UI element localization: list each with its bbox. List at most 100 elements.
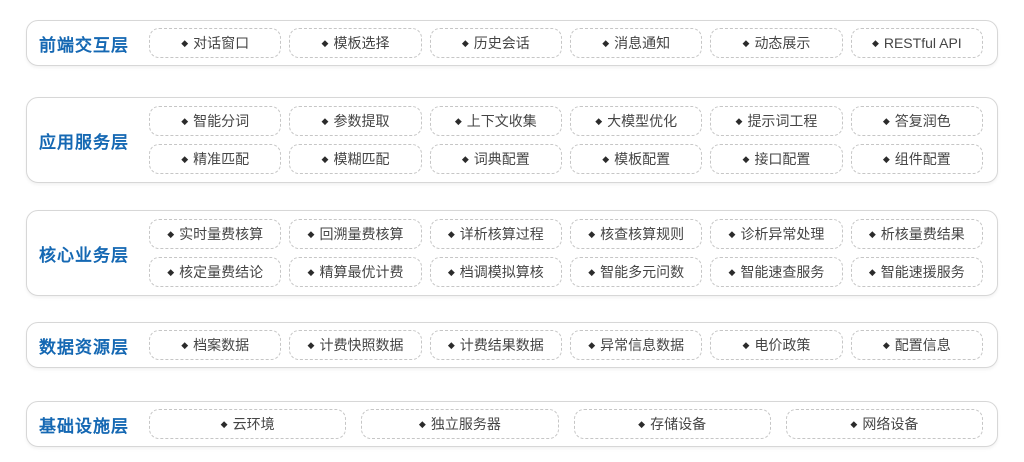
module-label: 详析核算过程 — [459, 226, 544, 242]
module-label: 智能多元问数 — [600, 264, 685, 280]
diamond-bullet-icon: ◆ — [181, 115, 189, 126]
diamond-bullet-icon: ◆ — [321, 153, 329, 164]
diamond-bullet-icon: ◆ — [588, 228, 596, 239]
diamond-bullet-icon: ◆ — [321, 37, 329, 48]
diamond-bullet-icon: ◆ — [602, 37, 610, 48]
layer-label: 前端交互层 — [39, 35, 129, 55]
diamond-bullet-icon: ◆ — [307, 339, 315, 350]
diamond-bullet-icon: ◆ — [454, 115, 462, 126]
module-label: 云环境 — [232, 416, 275, 432]
layer-box-4: 基础设施层◆云环境◆独立服务器◆存储设备◆网络设备 — [26, 401, 998, 447]
diamond-bullet-icon: ◆ — [882, 115, 890, 126]
diamond-bullet-icon: ◆ — [850, 418, 858, 429]
chip-row: ◆对话窗口◆模板选择◆历史会话◆消息通知◆动态展示◆RESTful API — [149, 28, 983, 58]
module-chip: ◆ 档调模拟算核 — [429, 257, 562, 287]
layer-label: 数据资源层 — [39, 337, 129, 357]
chip-row: ◆云环境◆独立服务器◆存储设备◆网络设备 — [149, 409, 983, 439]
diamond-bullet-icon: ◆ — [220, 418, 228, 429]
chip-row: ◆档案数据◆计费快照数据◆计费结果数据◆异常信息数据◆电价政策◆配置信息 — [149, 330, 983, 360]
diamond-bullet-icon: ◆ — [307, 228, 315, 239]
module-label: 计费快照数据 — [319, 337, 404, 353]
diamond-bullet-icon: ◆ — [638, 418, 646, 429]
module-label: 独立服务器 — [430, 416, 501, 432]
module-label: 档案数据 — [193, 337, 250, 353]
module-chip: ◆词典配置 — [429, 144, 562, 174]
module-label: 电价政策 — [754, 337, 811, 353]
module-chip: ◆ 云环境 — [149, 409, 347, 439]
module-label: 智能速援服务 — [880, 264, 965, 280]
chip-row: ◆智能分词◆参数提取◆上下文收集◆大模型优化◆提示词工程◆答复润色 — [149, 106, 983, 136]
diamond-bullet-icon: ◆ — [868, 266, 876, 277]
diamond-bullet-icon: ◆ — [728, 266, 736, 277]
diamond-bullet-icon: ◆ — [742, 339, 750, 350]
module-chip: ◆析核量费结果 — [850, 219, 983, 249]
module-chip: ◆ 计费快照数据 — [289, 330, 422, 360]
module-chip: ◆ 档案数据 — [149, 330, 282, 360]
diamond-bullet-icon: ◆ — [728, 228, 736, 239]
module-chip: ◆详析核算过程 — [429, 219, 562, 249]
module-chip: ◆智能分词 — [149, 106, 282, 136]
layer-label: 应用服务层 — [39, 132, 129, 152]
module-label: 回溯量费核算 — [319, 226, 404, 242]
diamond-bullet-icon: ◆ — [588, 339, 596, 350]
module-label: 答复润色 — [894, 113, 951, 129]
module-chip: ◆ 精算最优计费 — [289, 257, 422, 287]
module-label: 组件配置 — [894, 151, 951, 167]
diamond-bullet-icon: ◆ — [461, 37, 469, 48]
diamond-bullet-icon: ◆ — [181, 339, 189, 350]
module-label: 模板配置 — [614, 151, 671, 167]
module-chip: ◆ 模糊匹配 — [289, 144, 422, 174]
module-chip: ◆智能速查服务 — [710, 257, 843, 287]
module-label: 存储设备 — [650, 416, 707, 432]
diamond-bullet-icon: ◆ — [742, 153, 750, 164]
module-chip: ◆ 回溯量费核算 — [289, 219, 422, 249]
chip-rows: ◆云环境◆独立服务器◆存储设备◆网络设备 — [149, 409, 983, 439]
module-chip: ◆异常信息数据 — [569, 330, 703, 360]
layer-label: 核心业务层 — [39, 245, 129, 265]
module-label: 精算最优计费 — [319, 264, 404, 280]
diamond-bullet-icon: ◆ — [588, 266, 596, 277]
module-chip: ◆ 智能速援服务 — [850, 257, 983, 287]
module-label: 消息通知 — [614, 35, 671, 51]
chip-rows: ◆对话窗口◆模板选择◆历史会话◆消息通知◆动态展示◆RESTful API — [149, 28, 983, 58]
diamond-bullet-icon: ◆ — [595, 115, 603, 126]
module-label: 模糊匹配 — [333, 151, 390, 167]
module-chip: ◆ 动态展示 — [710, 28, 843, 58]
chip-rows: ◆实时量费核算◆回溯量费核算◆详析核算过程◆核查核算规则◆诊析异常处理◆析核量费… — [149, 219, 983, 287]
module-label: 动态展示 — [754, 35, 811, 51]
module-label: RESTful API — [883, 35, 962, 51]
module-label: 上下文收集 — [466, 113, 537, 129]
module-chip: ◆ 核查核算规则 — [569, 219, 703, 249]
module-label: 核查核算规则 — [600, 226, 685, 242]
module-chip: ◆ 大模型优化 — [569, 106, 703, 136]
module-label: 对话窗口 — [193, 35, 250, 51]
diamond-bullet-icon: ◆ — [447, 266, 455, 277]
module-chip: ◆实时量费核算 — [149, 219, 282, 249]
diamond-bullet-icon: ◆ — [461, 153, 469, 164]
module-label: 提示词工程 — [747, 113, 818, 129]
diamond-bullet-icon: ◆ — [447, 339, 455, 350]
module-label: 核定量费结论 — [179, 264, 264, 280]
module-chip: ◆ 历史会话 — [429, 28, 562, 58]
layer-label: 基础设施层 — [39, 416, 129, 436]
layer-box-3: 数据资源层◆档案数据◆计费快照数据◆计费结果数据◆异常信息数据◆电价政策◆配置信… — [26, 322, 998, 368]
chip-row: ◆实时量费核算◆回溯量费核算◆详析核算过程◆核查核算规则◆诊析异常处理◆析核量费… — [149, 219, 983, 249]
module-chip: ◆ 提示词工程 — [710, 106, 843, 136]
diamond-bullet-icon: ◆ — [307, 266, 315, 277]
module-label: 参数提取 — [333, 113, 390, 129]
module-label: 配置信息 — [894, 337, 951, 353]
module-label: 档调模拟算核 — [459, 264, 544, 280]
diamond-bullet-icon: ◆ — [735, 115, 743, 126]
module-chip: ◆RESTful API — [850, 28, 983, 58]
module-label: 大模型优化 — [607, 113, 678, 129]
module-label: 精准匹配 — [193, 151, 250, 167]
module-chip: ◆计费结果数据 — [429, 330, 562, 360]
diamond-bullet-icon: ◆ — [868, 228, 876, 239]
diamond-bullet-icon: ◆ — [742, 37, 750, 48]
diamond-bullet-icon: ◆ — [418, 418, 426, 429]
module-chip: ◆模板选择 — [289, 28, 422, 58]
module-label: 历史会话 — [473, 35, 530, 51]
module-chip: ◆ 独立服务器 — [361, 409, 559, 439]
module-label: 接口配置 — [754, 151, 811, 167]
